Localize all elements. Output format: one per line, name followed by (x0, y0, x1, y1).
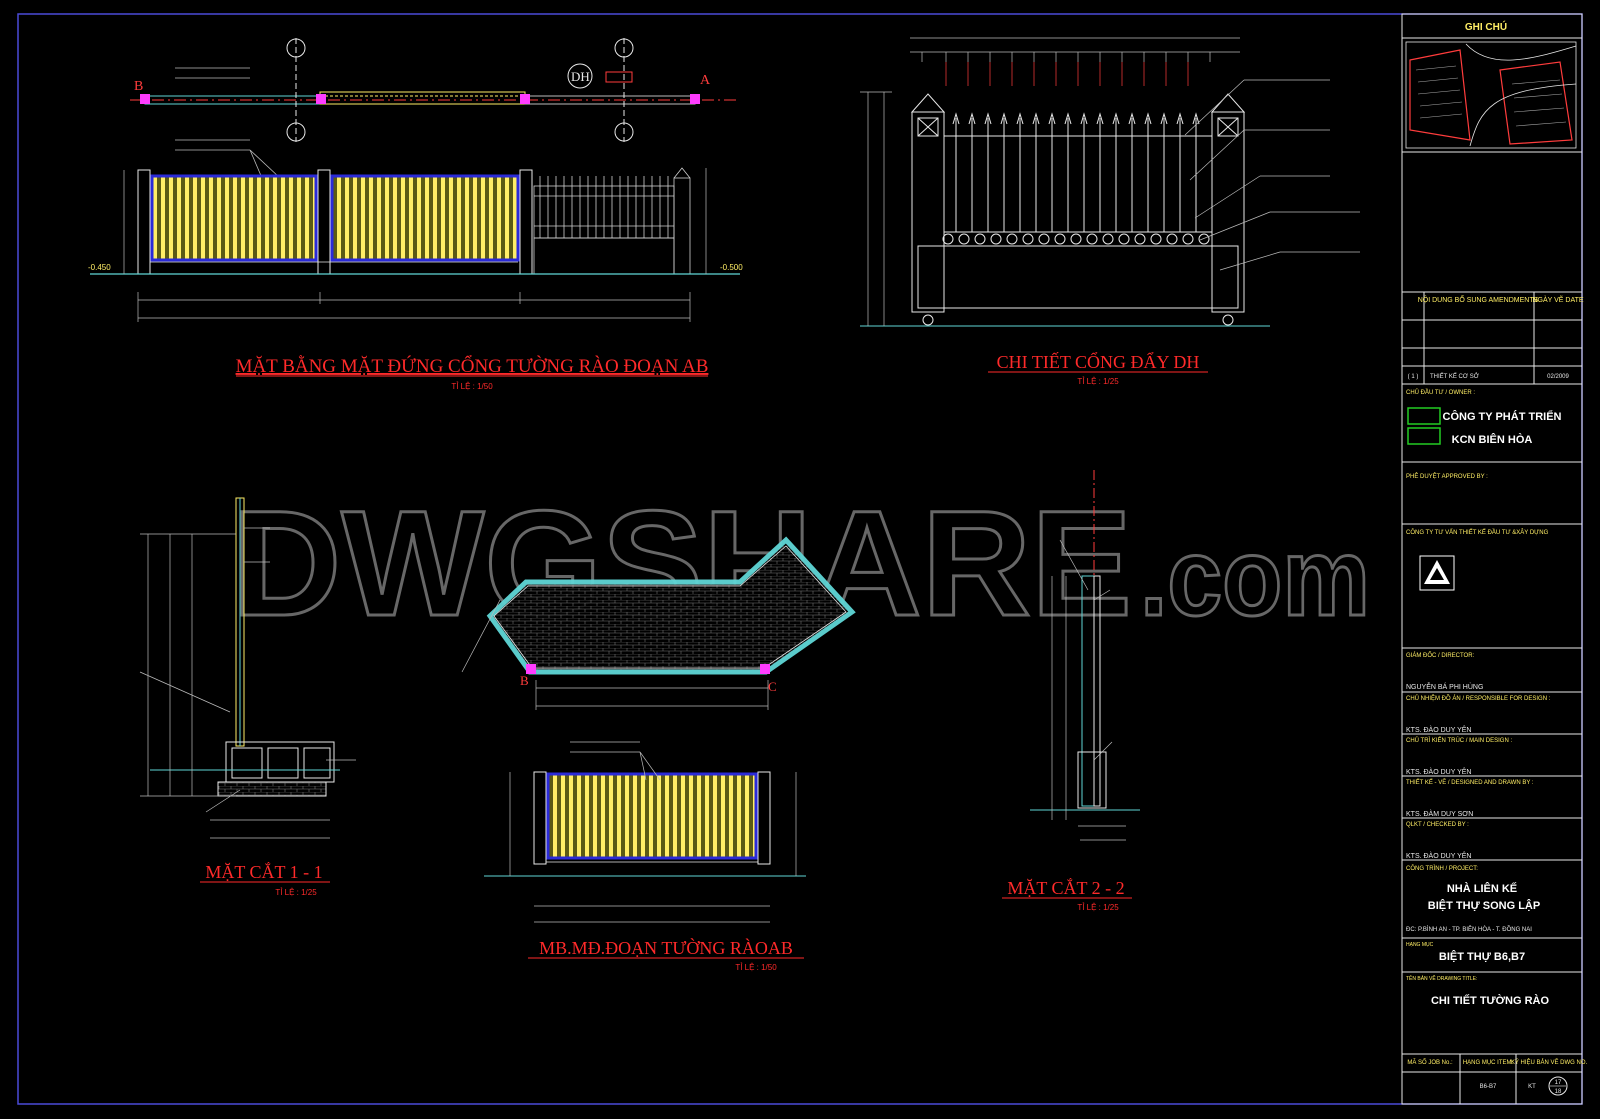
gate-detail-title: CHI TIẾT CỔNG ĐẨY DH (997, 351, 1200, 372)
owner-label: CHỦ ĐẦU TƯ / OWNER : (1406, 389, 1475, 396)
director-name: NGUYỄN BÁ PHI HÙNG (1406, 682, 1483, 691)
consultant-label: CÔNG TY TƯ VẤN THIẾT KẾ ĐẦU TƯ &XÂY DỰNG (1406, 529, 1549, 536)
plan-wall-drawing: B C (461, 536, 856, 923)
gate-tag-label: DH (571, 69, 590, 84)
column-marker (526, 664, 536, 674)
fence-panel (150, 174, 318, 262)
item-value: BIỆT THỰ B6,B7 (1439, 950, 1525, 963)
rev-date: 02/2009 (1547, 374, 1569, 380)
job-item-value: B6-B7 (1480, 1084, 1497, 1090)
drawn-label: THIẾT KẾ - VẼ / DESIGNED AND DRAWN BY : (1406, 779, 1534, 786)
checked-name: KTS. ĐÀO DUY YÊN (1406, 851, 1471, 860)
section-11-drawing (139, 497, 356, 839)
drawn-name: KTS. ĐÀM DUY SƠN (1406, 809, 1473, 818)
section-11-title: MẶT CẮT 1 - 1 (205, 861, 322, 882)
job-item-label: HẠNG MỤC ITEM: (1463, 1060, 1514, 1066)
column-marker (520, 94, 530, 104)
elevation-ab-title: MẶT BẰNG MẶT ĐỨNG CỔNG TƯỜNG RÀO ĐOẠN AB (236, 355, 709, 377)
elevation-ab-scale: TỈ LỆ : 1/50 (451, 382, 493, 391)
column-marker (760, 664, 770, 674)
dwg-prefix: KT (1528, 1084, 1536, 1090)
section-22-title: MẶT CẮT 2 - 2 (1007, 877, 1124, 898)
main-design-label: CHỦ TRÌ KIẾN TRÚC / MAIN DESIGN : (1406, 737, 1512, 744)
project-line2: BIỆT THỰ SONG LẬP (1428, 899, 1540, 912)
fence-panel (546, 772, 758, 860)
section-22-scale: TỈ LỆ : 1/25 (1077, 903, 1119, 912)
gate-detail-scale: TỈ LỆ : 1/25 (1077, 377, 1119, 386)
dwg-number: 17 (1555, 1080, 1562, 1086)
dwg-number-circle (1548, 1076, 1568, 1096)
plan-wall-scale: TỈ LỆ : 1/50 (735, 963, 777, 972)
column-marker (690, 94, 700, 104)
responsible-name: KTS. ĐÀO DUY YÊN (1406, 725, 1471, 734)
column-marker (140, 94, 150, 104)
notes-header: GHI CHÚ (1465, 20, 1507, 33)
section-22-drawing (1030, 470, 1140, 841)
svg-text:-0.450: -0.450 (88, 263, 111, 272)
rev-no: ( 1 ) (1408, 374, 1419, 380)
gate-detail-drawing (860, 37, 1360, 327)
location-map (1405, 41, 1577, 149)
point-label-a: A (700, 73, 711, 88)
drawing-title-value: CHI TIẾT TƯỜNG RÀO (1431, 994, 1550, 1007)
project-address: ĐC: P.BÌNH AN - TP. BIÊN HÒA - T. ĐỒNG N… (1406, 925, 1532, 933)
gate-tag-circle (567, 63, 593, 89)
point-label-b: B (134, 79, 143, 94)
director-label: GIÁM ĐỐC / DIRECTOR: (1406, 652, 1475, 659)
drawing-title-label: TÊN BẢN VẼ DRAWING TITLE: (1406, 974, 1477, 982)
item-label: HẠNG MỤC (1406, 942, 1434, 948)
svg-text:-0.500: -0.500 (720, 263, 743, 272)
point-label-c-plan: C (768, 679, 777, 694)
fence-panel (330, 174, 520, 262)
main-design-name: KTS. ĐÀO DUY YÊN (1406, 767, 1471, 776)
date-header: NGÀY VẼ DATE (1532, 295, 1583, 304)
responsible-label: CHỦ NHIỆM ĐỒ ÁN / RESPONSIBLE FOR DESIGN… (1406, 694, 1551, 702)
dwg-total: 18 (1555, 1089, 1562, 1095)
title-block: GHI CHÚ NỘI DUNG BỔ SUNG AMENDMENTS NG (1401, 13, 1588, 1105)
watermark-suffix: .com (1140, 516, 1370, 639)
elevation-ab-drawing: B A DH (88, 38, 743, 391)
owner-logo-box (1407, 407, 1441, 425)
project-line1: NHÀ LIÊN KẾ (1447, 882, 1517, 895)
dwg-label: KÝ HIỆU BẢN VẼ DWG NO. (1511, 1058, 1588, 1066)
owner-name-line2: KCN BIÊN HÒA (1452, 433, 1533, 446)
rev-text: THIẾT KẾ CƠ SỞ (1430, 373, 1479, 380)
amend-header: NỘI DUNG BỔ SUNG AMENDMENTS (1418, 295, 1539, 304)
gate-elevation (533, 167, 691, 275)
owner-logo-box (1407, 427, 1441, 445)
consultant-logo (1419, 555, 1455, 591)
point-label-b-plan: B (520, 673, 529, 688)
owner-name-line1: CÔNG TY PHÁT TRIỂN (1443, 410, 1562, 423)
section-11-scale: TỈ LỆ : 1/25 (275, 888, 317, 897)
approved-label: PHÊ DUYỆT APPROVED BY : (1406, 472, 1488, 480)
project-label: CÔNG TRÌNH / PROJECT: (1406, 865, 1478, 872)
job-label: MÃ SỐ JOB No.: (1407, 1059, 1453, 1066)
column-marker (316, 94, 326, 104)
checked-label: QLKT / CHECKED BY : (1406, 822, 1469, 828)
plan-wall-title: MB.MĐ.ĐOẠN TƯỜNG RÀOAB (539, 937, 793, 958)
